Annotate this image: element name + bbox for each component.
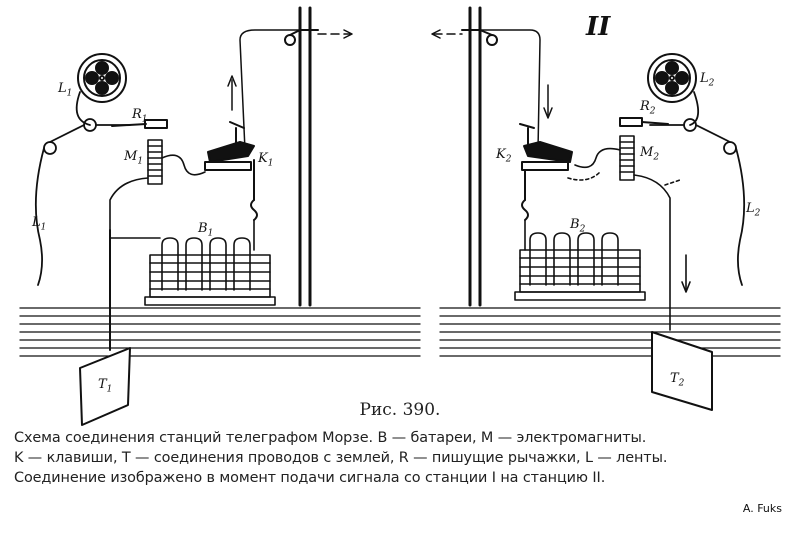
telegraph-key-1 (204, 121, 258, 221)
caption-line-2: K — клавиши, T — соединения проводов с з… (14, 450, 668, 466)
figure-title: Рис. 390. (359, 400, 441, 420)
ground-lines (19, 307, 781, 357)
line-wire-1 (227, 29, 353, 151)
image-credit: A. Fuks (742, 502, 782, 515)
label-l1-top: L1 (58, 81, 73, 99)
caption-line-3: Соединение изображено в момент подачи си… (14, 470, 606, 486)
station-2 (431, 6, 746, 411)
label-k1: K1 (258, 151, 274, 169)
label-t2: T2 (670, 371, 685, 389)
figure-caption: Схема соединения станций телеграфом Морз… (14, 428, 786, 488)
label-r1: R1 (132, 107, 148, 125)
line-wire-2 (431, 29, 553, 151)
writing-lever-2 (619, 117, 669, 127)
label-l2-side: L2 (746, 201, 761, 219)
label-t1: T1 (98, 377, 113, 395)
label-b1: B1 (198, 221, 214, 239)
caption-line-1: Схема соединения станций телеграфом Морз… (14, 430, 647, 446)
label-m2: M2 (640, 145, 660, 163)
tape-spool-2 (647, 53, 697, 103)
telegraph-pole-1 (284, 6, 319, 307)
label-l1-side: L1 (32, 215, 47, 233)
telegraph-key-2 (519, 123, 573, 221)
station-1 (34, 6, 353, 426)
tape-1 (34, 91, 131, 286)
tape-2 (649, 91, 746, 286)
label-l2-top: L2 (700, 71, 715, 89)
ground-plate-1 (79, 229, 131, 426)
ground-plate-2 (651, 331, 713, 411)
tape-spool-1 (77, 53, 127, 103)
station-label-2: II (586, 12, 611, 42)
label-b2: B2 (570, 217, 586, 235)
label-m1: M1 (124, 149, 144, 167)
battery-1 (109, 219, 276, 306)
telegraph-pole-2 (461, 6, 498, 307)
label-r2: R2 (640, 99, 656, 117)
electromagnet-2 (567, 135, 691, 331)
battery-2 (514, 219, 646, 301)
writing-lever-1 (111, 119, 168, 129)
label-k2: K2 (496, 147, 512, 165)
electromagnet-1 (109, 139, 206, 231)
